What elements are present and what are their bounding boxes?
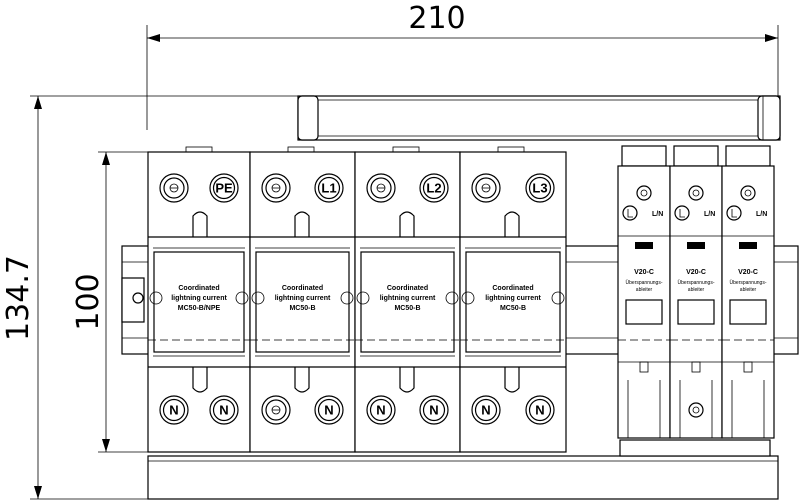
dimension-width: 210 — [146, 1, 779, 140]
arrester-2: L/N V20-C Überspannungs-ableiter — [669, 145, 723, 439]
top-terminal-l2: L2 — [419, 173, 449, 203]
terminal-label: PE — [215, 181, 233, 196]
arrester-screw — [740, 185, 756, 201]
bottom-terminal-n: N — [159, 395, 189, 425]
arrester-subtitle: ableiter — [740, 287, 757, 293]
module-body-text: Coordinated — [282, 285, 323, 292]
screw-terminal — [159, 173, 189, 203]
arrester-3: L/N V20-C Überspannungs-ableiter — [721, 145, 775, 439]
bottom-terminal-n: N — [314, 395, 344, 425]
dimension-module-height: 100 — [71, 151, 148, 453]
busbar — [297, 95, 781, 141]
terminal-label: N — [481, 403, 490, 418]
bottom-terminal-n: N — [209, 395, 239, 425]
terminal-label: L3 — [532, 181, 547, 196]
brand-logo-icon — [739, 242, 757, 249]
arrester-subtitle: Überspannungs- — [626, 279, 663, 286]
module-body-text: Coordinated — [492, 285, 533, 292]
bottom-terminal-n: N — [419, 395, 449, 425]
module-body-text: MC50-B — [394, 305, 420, 312]
screw-terminal — [366, 173, 396, 203]
module-body-text: MC50-B — [500, 305, 526, 312]
bottom-terminal-n: N — [471, 395, 501, 425]
module-body-text: Coordinated — [178, 285, 219, 292]
terminal-label: N — [376, 403, 385, 418]
status-window — [677, 299, 715, 325]
terminal-label: N — [535, 403, 544, 418]
terminal-label: L1 — [321, 181, 336, 196]
module-body-text: Coordinated — [387, 285, 428, 292]
module-body-text: lightning current — [380, 295, 436, 302]
status-window — [729, 299, 767, 325]
arrester-screw — [688, 185, 704, 201]
arrester-terminal-label: L/N — [652, 211, 663, 218]
module-height-dimension-label: 100 — [71, 273, 106, 330]
arrester-screw — [636, 185, 652, 201]
l-terminal-icon — [726, 205, 742, 221]
screw-terminal — [471, 173, 501, 203]
dimension-overall-height: 134.7 — [1, 95, 305, 500]
top-terminal-l3: L3 — [525, 173, 555, 203]
terminal-label: N — [429, 403, 438, 418]
l-terminal-icon — [674, 205, 690, 221]
screw-terminal — [261, 395, 291, 425]
arrester-subtitle: Überspannungs- — [678, 279, 715, 286]
brand-logo-icon — [635, 242, 653, 249]
top-terminal-l1: L1 — [314, 173, 344, 203]
terminal-label: N — [219, 403, 228, 418]
arrester-subtitle: ableiter — [636, 287, 653, 293]
arrester-model: V20-C — [686, 269, 706, 276]
status-window — [625, 299, 663, 325]
terminal-label: L2 — [426, 181, 441, 196]
arrester-1: L/N V20-C Überspannungs-ableiter — [617, 145, 671, 439]
brand-logo-icon — [687, 242, 705, 249]
l-terminal-icon — [622, 205, 638, 221]
arrester-model: V20-C — [738, 269, 758, 276]
bottom-terminal-n: N — [366, 395, 396, 425]
base-plate — [147, 439, 779, 500]
bottom-terminal-n: N — [525, 395, 555, 425]
width-dimension-label: 210 — [408, 1, 465, 36]
arrester-model: V20-C — [634, 269, 654, 276]
arrester-bottom-screw — [688, 402, 704, 418]
module-body-text: lightning current — [485, 295, 541, 302]
arrester-terminal-label: L/N — [704, 211, 715, 218]
module-body-text: lightning current — [275, 295, 331, 302]
terminal-label: N — [324, 403, 333, 418]
arrester-subtitle: Überspannungs- — [730, 279, 767, 286]
module-body-text: lightning current — [171, 295, 227, 302]
arrester-terminal-label: L/N — [756, 211, 767, 218]
top-terminal-pe: PE — [209, 173, 239, 203]
terminal-label: N — [169, 403, 178, 418]
arrester-subtitle: ableiter — [688, 287, 705, 293]
overall-height-dimension-label: 134.7 — [1, 255, 36, 341]
module-body-text: MC50-B/NPE — [178, 305, 221, 312]
surge-arresters: L/N V20-C Überspannungs-ableiter L/N V20-C Üb… — [617, 145, 775, 439]
module-body-text: MC50-B — [289, 305, 315, 312]
screw-terminal — [261, 173, 291, 203]
